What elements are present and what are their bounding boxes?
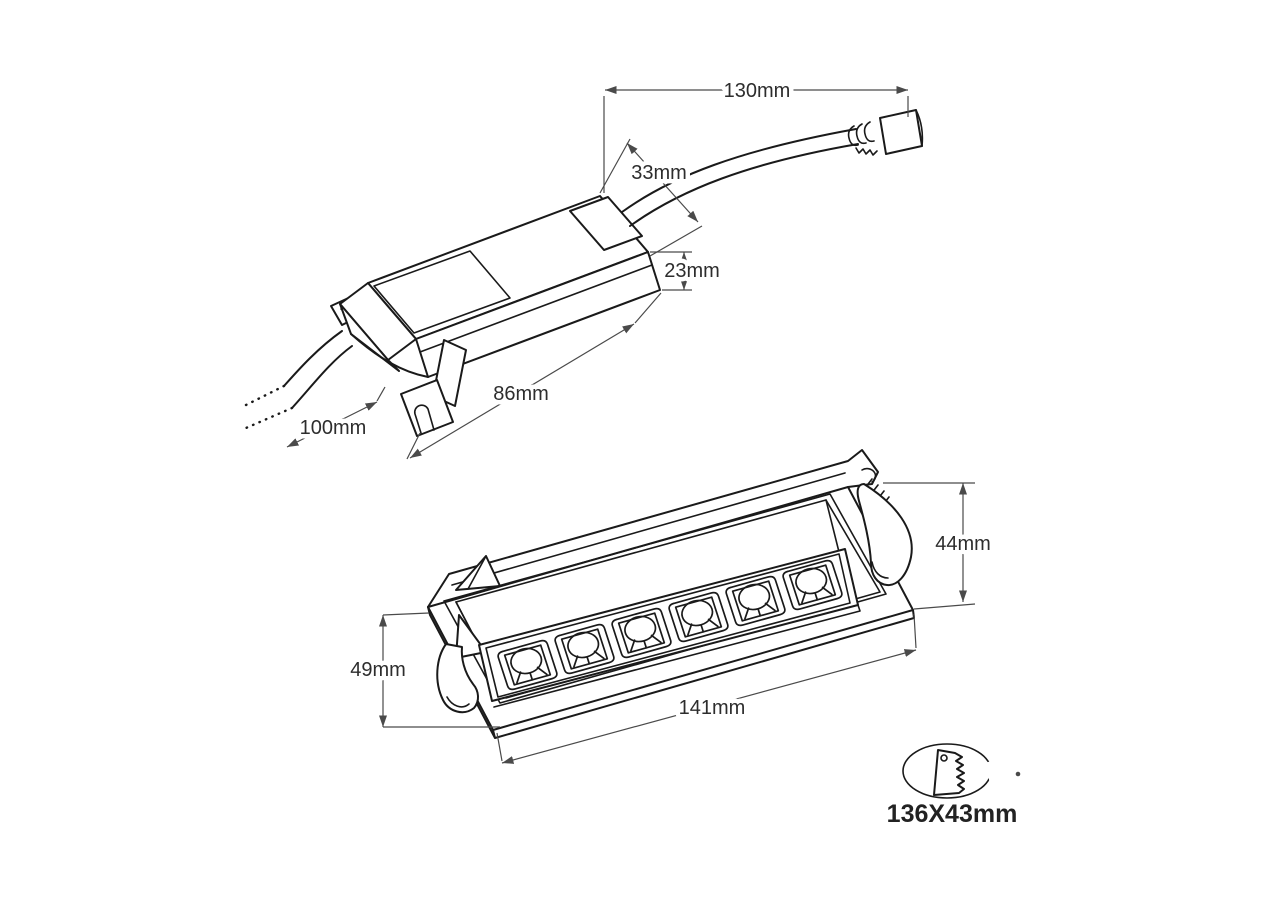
dim-label-44mm: 44mm: [935, 533, 991, 555]
trim-step-rim: [443, 493, 887, 704]
clip-right-arm-inner: [871, 561, 889, 579]
back-wall-outline: [427, 449, 879, 608]
clip-right-arm: [856, 483, 913, 587]
input-wire-dotted-bottom: [244, 406, 294, 430]
fixture-spring-clip-right: [856, 467, 913, 587]
input-wire-dotted-top: [240, 384, 286, 409]
dim-33-line: [626, 142, 699, 223]
saw-blade-icon: [933, 749, 965, 796]
plug-body: [879, 109, 923, 155]
back-wall-fold-line: [451, 472, 846, 586]
dim-label-cutout: 136X43mm: [887, 800, 1018, 828]
saw-blade-hole: [940, 754, 948, 762]
dim-driver-height: 23mm: [650, 251, 724, 291]
fixture-back-wall: [427, 449, 879, 608]
dim-label-49mm: 49mm: [350, 659, 406, 681]
dim-cable-output: 130mm: [603, 76, 909, 193]
driver-diagram: 130mm 33mm 23mm 86mm 100mm: [240, 76, 924, 460]
dim-49-extension-lines: [382, 612, 500, 728]
input-wire-top-line: [283, 330, 343, 387]
dim-33-extension-lines: [599, 138, 703, 257]
fixture-diagram: 44mm 49mm 141mm: [346, 449, 995, 764]
fixture-spring-clip-left: [436, 643, 479, 714]
driver-input-wire: [240, 330, 353, 430]
dim-label-23mm: 23mm: [664, 260, 720, 282]
cutout-ellipse-gap: [984, 761, 997, 782]
driver-lid-rect: [373, 250, 511, 334]
plug-tip: [915, 109, 924, 147]
dim-driver-length: 86mm: [406, 292, 662, 460]
dim-label-33mm: 33mm: [631, 162, 687, 184]
plug-strain-relief-ribs: [847, 121, 875, 147]
clip-left-arm-inner: [446, 696, 470, 708]
dim-label-141mm: 141mm: [679, 697, 746, 719]
dim-86-line: [409, 323, 635, 459]
dim-label-130mm: 130mm: [724, 80, 791, 102]
dim-fixture-height-left: 49mm: [346, 612, 500, 728]
dim-141-extension-lines: [496, 613, 917, 762]
clip-left-arm: [436, 643, 479, 714]
dim-fixture-height-right: 44mm: [883, 482, 995, 610]
clip-right-coil-ribs: [864, 478, 890, 507]
plug-strain-relief-teeth: [855, 147, 878, 156]
dim-cable-input: 100mm: [286, 386, 386, 448]
dim-130-extension-lines: [603, 96, 909, 193]
clip-right-hook: [861, 467, 877, 483]
clip-tab-left-fold: [467, 555, 487, 590]
dim-100-extension-line: [376, 386, 386, 402]
driver-end-cap: [339, 303, 400, 372]
dc-plug-connector: [847, 109, 924, 156]
dim-label-86mm: 86mm: [493, 383, 549, 405]
clip-tab-left: [455, 555, 501, 591]
module-band-inner: [485, 553, 851, 698]
dim-141-line: [501, 649, 917, 764]
dim-fixture-length: 141mm: [496, 613, 917, 764]
input-wire-bottom-line: [291, 345, 353, 409]
cutout-dot: [1015, 771, 1021, 777]
dim-label-100mm: 100mm: [300, 417, 367, 439]
cutout-icon: 136X43mm: [883, 743, 1021, 832]
dim-driver-width: 33mm: [599, 138, 703, 257]
dim-100-line: [286, 401, 378, 448]
driver-cable-clamp: [569, 196, 643, 251]
